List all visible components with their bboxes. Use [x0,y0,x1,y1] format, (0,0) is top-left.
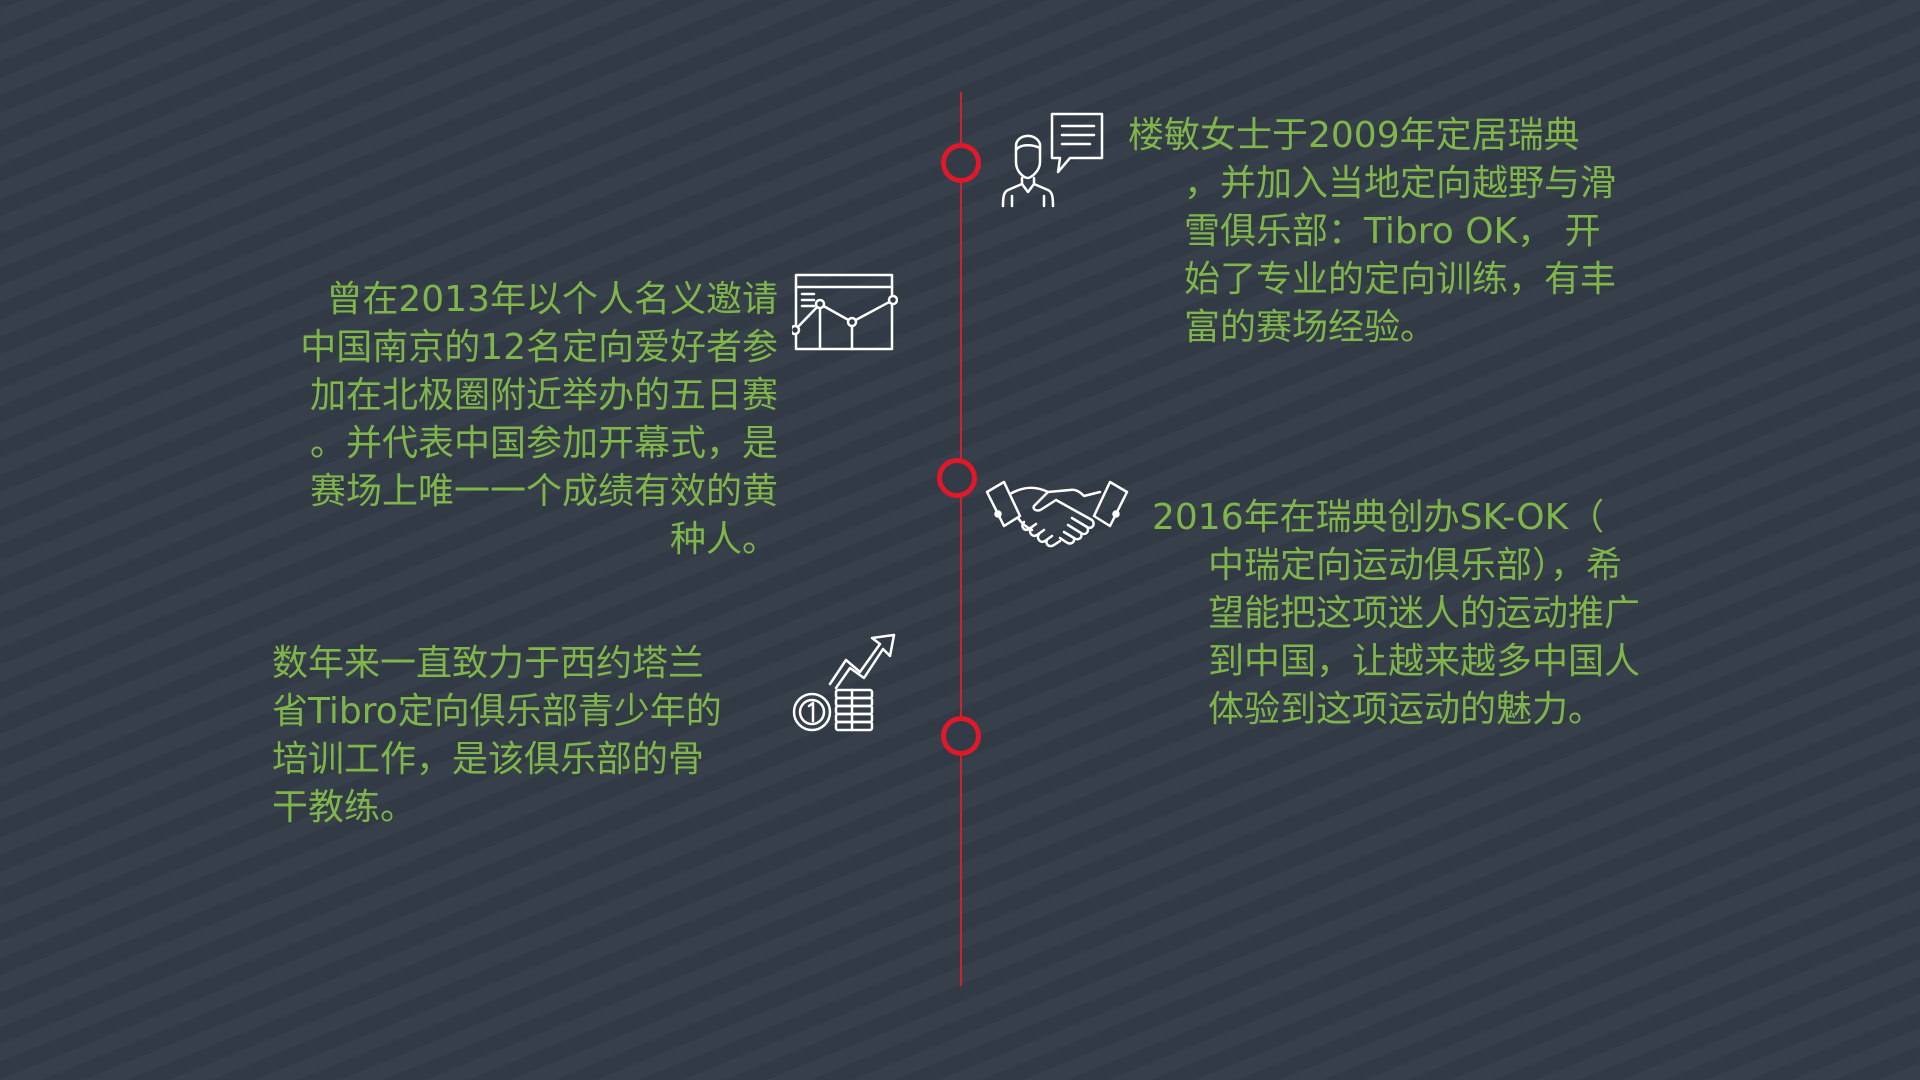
line-chart-icon [792,272,898,352]
text-line: 楼敏女士于2009年定居瑞典 [1128,115,1580,156]
text-line: 加在北极圈附近举办的五日赛 [309,375,778,416]
timeline-item-1-text: 楼敏女士于2009年定居瑞典 ，并加入当地定向越野与滑 雪俱乐部：Tibro O… [1128,112,1616,352]
text-line: 赛场上唯一一个成绩有效的黄 [309,471,778,512]
text-line: 富的赛场经验。 [1184,307,1437,348]
text-line: 体验到这项运动的魅力。 [1208,689,1605,730]
handshake-icon [984,476,1130,550]
person-speech-bubble-icon [1000,110,1105,208]
text-line: 2016年在瑞典创办SK-OK（ [1152,497,1605,538]
timeline-node-2 [937,458,977,498]
text-line: 省Tibro定向俱乐部青少年的 [272,691,722,732]
text-line: 培训工作，是该俱乐部的骨 [272,739,705,780]
timeline-node-1 [941,143,981,183]
text-line: 到中国，让越来越多中国人 [1208,641,1641,682]
text-line: 数年来一直致力于西约塔兰 [272,643,705,684]
text-line: 。并代表中国参加开幕式，是 [309,423,778,464]
text-line: 干教练。 [272,787,417,828]
text-line: 中国南京的12名定向爱好者参 [300,327,778,368]
timeline-item-4-text: 数年来一直致力于西约塔兰 省Tibro定向俱乐部青少年的 培训工作，是该俱乐部的… [272,640,722,832]
timeline-node-3 [941,716,981,756]
timeline-item-2-text: 曾在2013年以个人名义邀请 中国南京的12名定向爱好者参 加在北极圈附近举办的… [300,276,778,564]
text-line: 中瑞定向运动俱乐部），希 [1208,545,1623,586]
text-line: 雪俱乐部：Tibro OK， 开 [1184,211,1601,252]
text-line: ，并加入当地定向越野与滑 [1184,163,1617,204]
text-line: 望能把这项迷人的运动推广 [1208,593,1641,634]
text-line: 曾在2013年以个人名义邀请 [326,279,778,320]
timeline-item-3-text: 2016年在瑞典创办SK-OK（ 中瑞定向运动俱乐部），希 望能把这项迷人的运动… [1152,494,1640,734]
text-line: 种人。 [669,519,778,560]
timeline-line [960,92,962,986]
coins-growth-icon [790,632,898,734]
text-line: 始了专业的定向训练，有丰 [1184,259,1617,300]
